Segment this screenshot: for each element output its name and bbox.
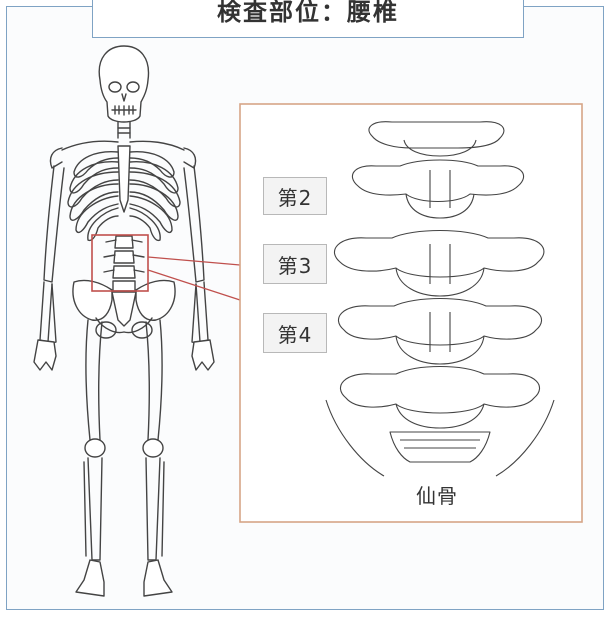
skeleton-icon: [34, 46, 214, 596]
vertebra-label-l3: 第3: [263, 244, 327, 284]
vertebra-label-l4: 第4: [263, 313, 327, 353]
vertebra-label-l2: 第2: [263, 177, 327, 215]
sacrum-label: 仙骨: [416, 480, 458, 509]
